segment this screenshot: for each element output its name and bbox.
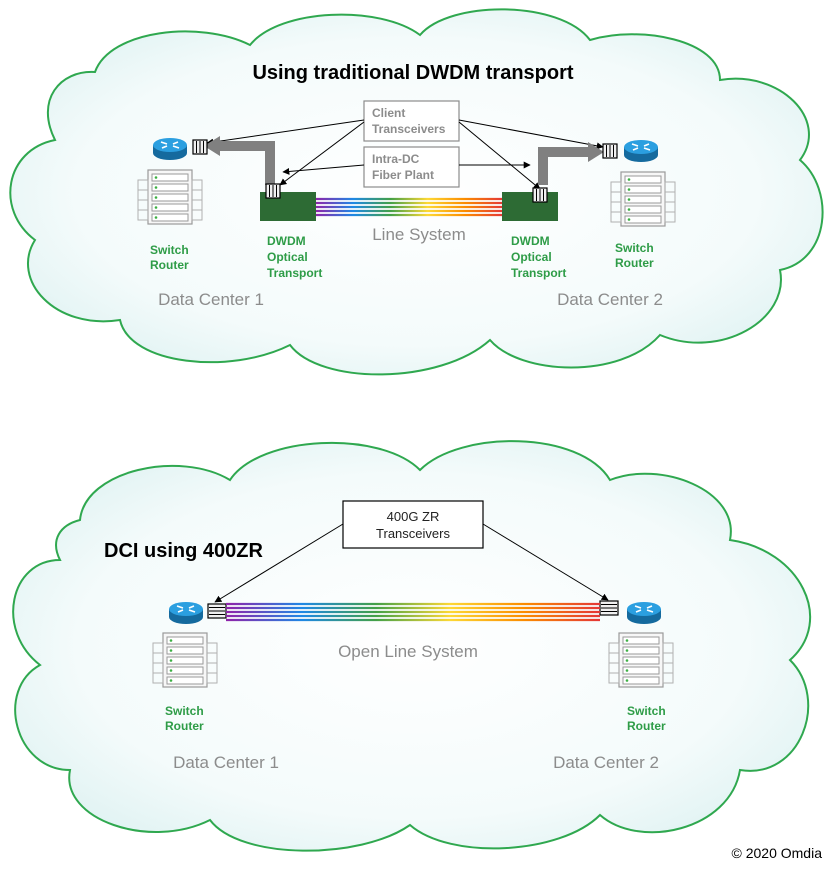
callout-zr-line1: 400G ZR (387, 509, 440, 524)
server-icon-bottom-right (608, 632, 674, 688)
data-center-2-label-top: Data Center 2 (557, 290, 663, 309)
callout-arrows-top (206, 119, 604, 190)
switch-router-bottom-right-line2: Router (627, 719, 666, 733)
transceiver-icon-top-left-router (192, 139, 208, 155)
callout-arrows-bottom (214, 523, 609, 603)
switch-router-bottom-right-line1: Switch (627, 704, 666, 718)
top-cloud (9, 8, 824, 376)
copyright-text: © 2020 Omdia (732, 845, 823, 861)
line-system-label-top: Line System (372, 225, 466, 244)
dwdm-right-line3: Transport (511, 266, 566, 280)
dwdm-right-line2: Optical (511, 250, 552, 264)
dwdm-left-line3: Transport (267, 266, 322, 280)
router-icon-bottom-left (168, 601, 204, 625)
server-icon-top-left (137, 169, 203, 225)
callout-intra-dc-fiber: Intra-DC Fiber Plant (363, 146, 460, 188)
callout-400g-zr: 400G ZR Transceivers (342, 500, 484, 549)
callout-client-line1: Client (372, 106, 405, 120)
intra-dc-arrow-left (204, 136, 275, 185)
callout-fiber-line2: Fiber Plant (372, 168, 434, 182)
callout-zr-line2: Transceivers (376, 526, 450, 541)
server-icon-top-right (610, 171, 676, 227)
dwdm-left-line1: DWDM (267, 234, 306, 248)
data-center-2-label-bottom: Data Center 2 (553, 753, 659, 772)
data-center-1-label-top: Data Center 1 (158, 290, 264, 309)
switch-router-bottom-left-line1: Switch (165, 704, 204, 718)
top-title: Using traditional DWDM transport (252, 62, 573, 84)
router-icon-top-left (152, 137, 188, 161)
dwdm-box-right (502, 192, 558, 221)
switch-router-top-right-line2: Router (615, 256, 654, 270)
switch-router-top-left-line1: Switch (150, 243, 189, 257)
callout-client-transceivers: Client Transceivers (363, 100, 460, 142)
router-icon-top-right (623, 139, 659, 163)
dwdm-right-line1: DWDM (511, 234, 550, 248)
transceiver-icon-dwdm-left (265, 183, 281, 199)
server-icon-bottom-left (152, 632, 218, 688)
transceiver-icon-bottom-left (207, 603, 227, 619)
transceiver-icon-dwdm-right (532, 187, 548, 203)
switch-router-top-right-line1: Switch (615, 241, 654, 255)
intra-dc-arrow-right (538, 142, 604, 185)
transceiver-icon-top-right-router (602, 143, 618, 159)
fiber-bundle-top (316, 197, 502, 217)
dwdm-left-line2: Optical (267, 250, 308, 264)
fiber-bundle-bottom (226, 602, 600, 622)
callout-client-line2: Transceivers (372, 122, 446, 136)
open-line-system-label: Open Line System (338, 642, 478, 661)
bottom-cloud (12, 440, 811, 852)
bottom-title: DCI using 400ZR (104, 540, 263, 562)
callout-fiber-line1: Intra-DC (372, 152, 420, 166)
switch-router-bottom-left-line2: Router (165, 719, 204, 733)
data-center-1-label-bottom: Data Center 1 (173, 753, 279, 772)
router-icon-bottom-right (626, 601, 662, 625)
transceiver-icon-bottom-right (599, 600, 619, 616)
switch-router-top-left-line2: Router (150, 258, 189, 272)
